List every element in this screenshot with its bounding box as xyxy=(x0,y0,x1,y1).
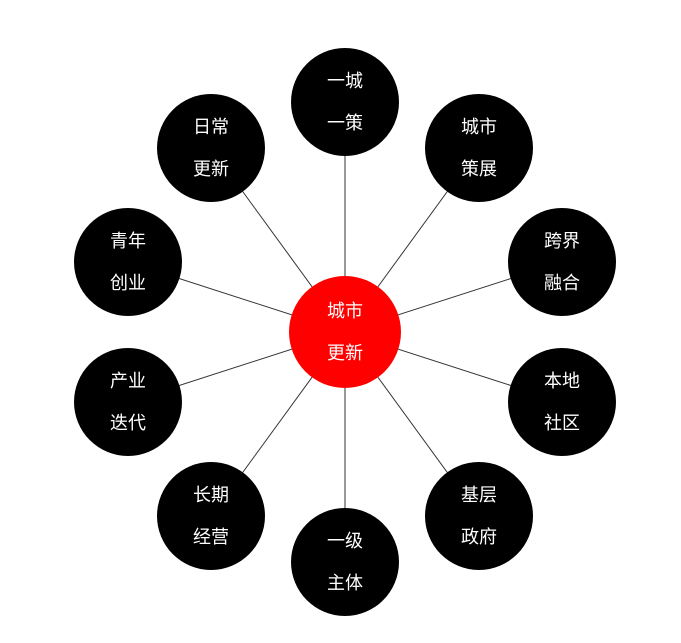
node-0-line1: 一城 xyxy=(327,71,363,92)
node-3-line1: 本地 xyxy=(544,371,580,392)
node-1-circle xyxy=(425,94,533,202)
node-5: 一级 主体 xyxy=(291,508,399,616)
node-2-circle xyxy=(508,208,616,316)
node-9: 日常 更新 xyxy=(157,94,265,202)
node-9-line1: 日常 xyxy=(193,117,229,138)
node-9-line2: 更新 xyxy=(193,159,229,180)
center-node-circle xyxy=(289,276,401,388)
node-8-line2: 创业 xyxy=(110,273,146,294)
node-7-line1: 产业 xyxy=(110,371,146,392)
node-0-line2: 一策 xyxy=(327,113,363,134)
center-node: 城市 更新 xyxy=(289,276,401,388)
node-1-line1: 城市 xyxy=(461,117,497,138)
center-node-line1: 城市 xyxy=(327,301,363,322)
node-7: 产业 迭代 xyxy=(74,348,182,456)
node-0-circle xyxy=(291,48,399,156)
node-3-circle xyxy=(508,348,616,456)
node-7-circle xyxy=(74,348,182,456)
node-3: 本地 社区 xyxy=(508,348,616,456)
node-6-line2: 经营 xyxy=(193,527,229,548)
node-1: 城市 策展 xyxy=(425,94,533,202)
node-6-circle xyxy=(157,462,265,570)
node-8-line1: 青年 xyxy=(110,231,146,252)
node-4: 基层 政府 xyxy=(425,462,533,570)
node-4-circle xyxy=(425,462,533,570)
node-6: 长期 经营 xyxy=(157,462,265,570)
node-5-line1: 一级 xyxy=(327,531,363,552)
node-6-line1: 长期 xyxy=(193,485,229,506)
center-node-line2: 更新 xyxy=(327,343,363,364)
node-2-line2: 融合 xyxy=(544,273,580,294)
node-7-line2: 迭代 xyxy=(110,413,146,434)
node-9-circle xyxy=(157,94,265,202)
node-8: 青年 创业 xyxy=(74,208,182,316)
node-2-line1: 跨界 xyxy=(544,231,580,252)
node-3-line2: 社区 xyxy=(544,413,580,434)
node-8-circle xyxy=(74,208,182,316)
node-0: 一城 一策 xyxy=(291,48,399,156)
node-2: 跨界 融合 xyxy=(508,208,616,316)
node-5-circle xyxy=(291,508,399,616)
node-4-line2: 政府 xyxy=(461,527,497,548)
node-1-line2: 策展 xyxy=(461,159,497,180)
node-4-line1: 基层 xyxy=(461,485,497,506)
node-5-line2: 主体 xyxy=(327,573,363,594)
